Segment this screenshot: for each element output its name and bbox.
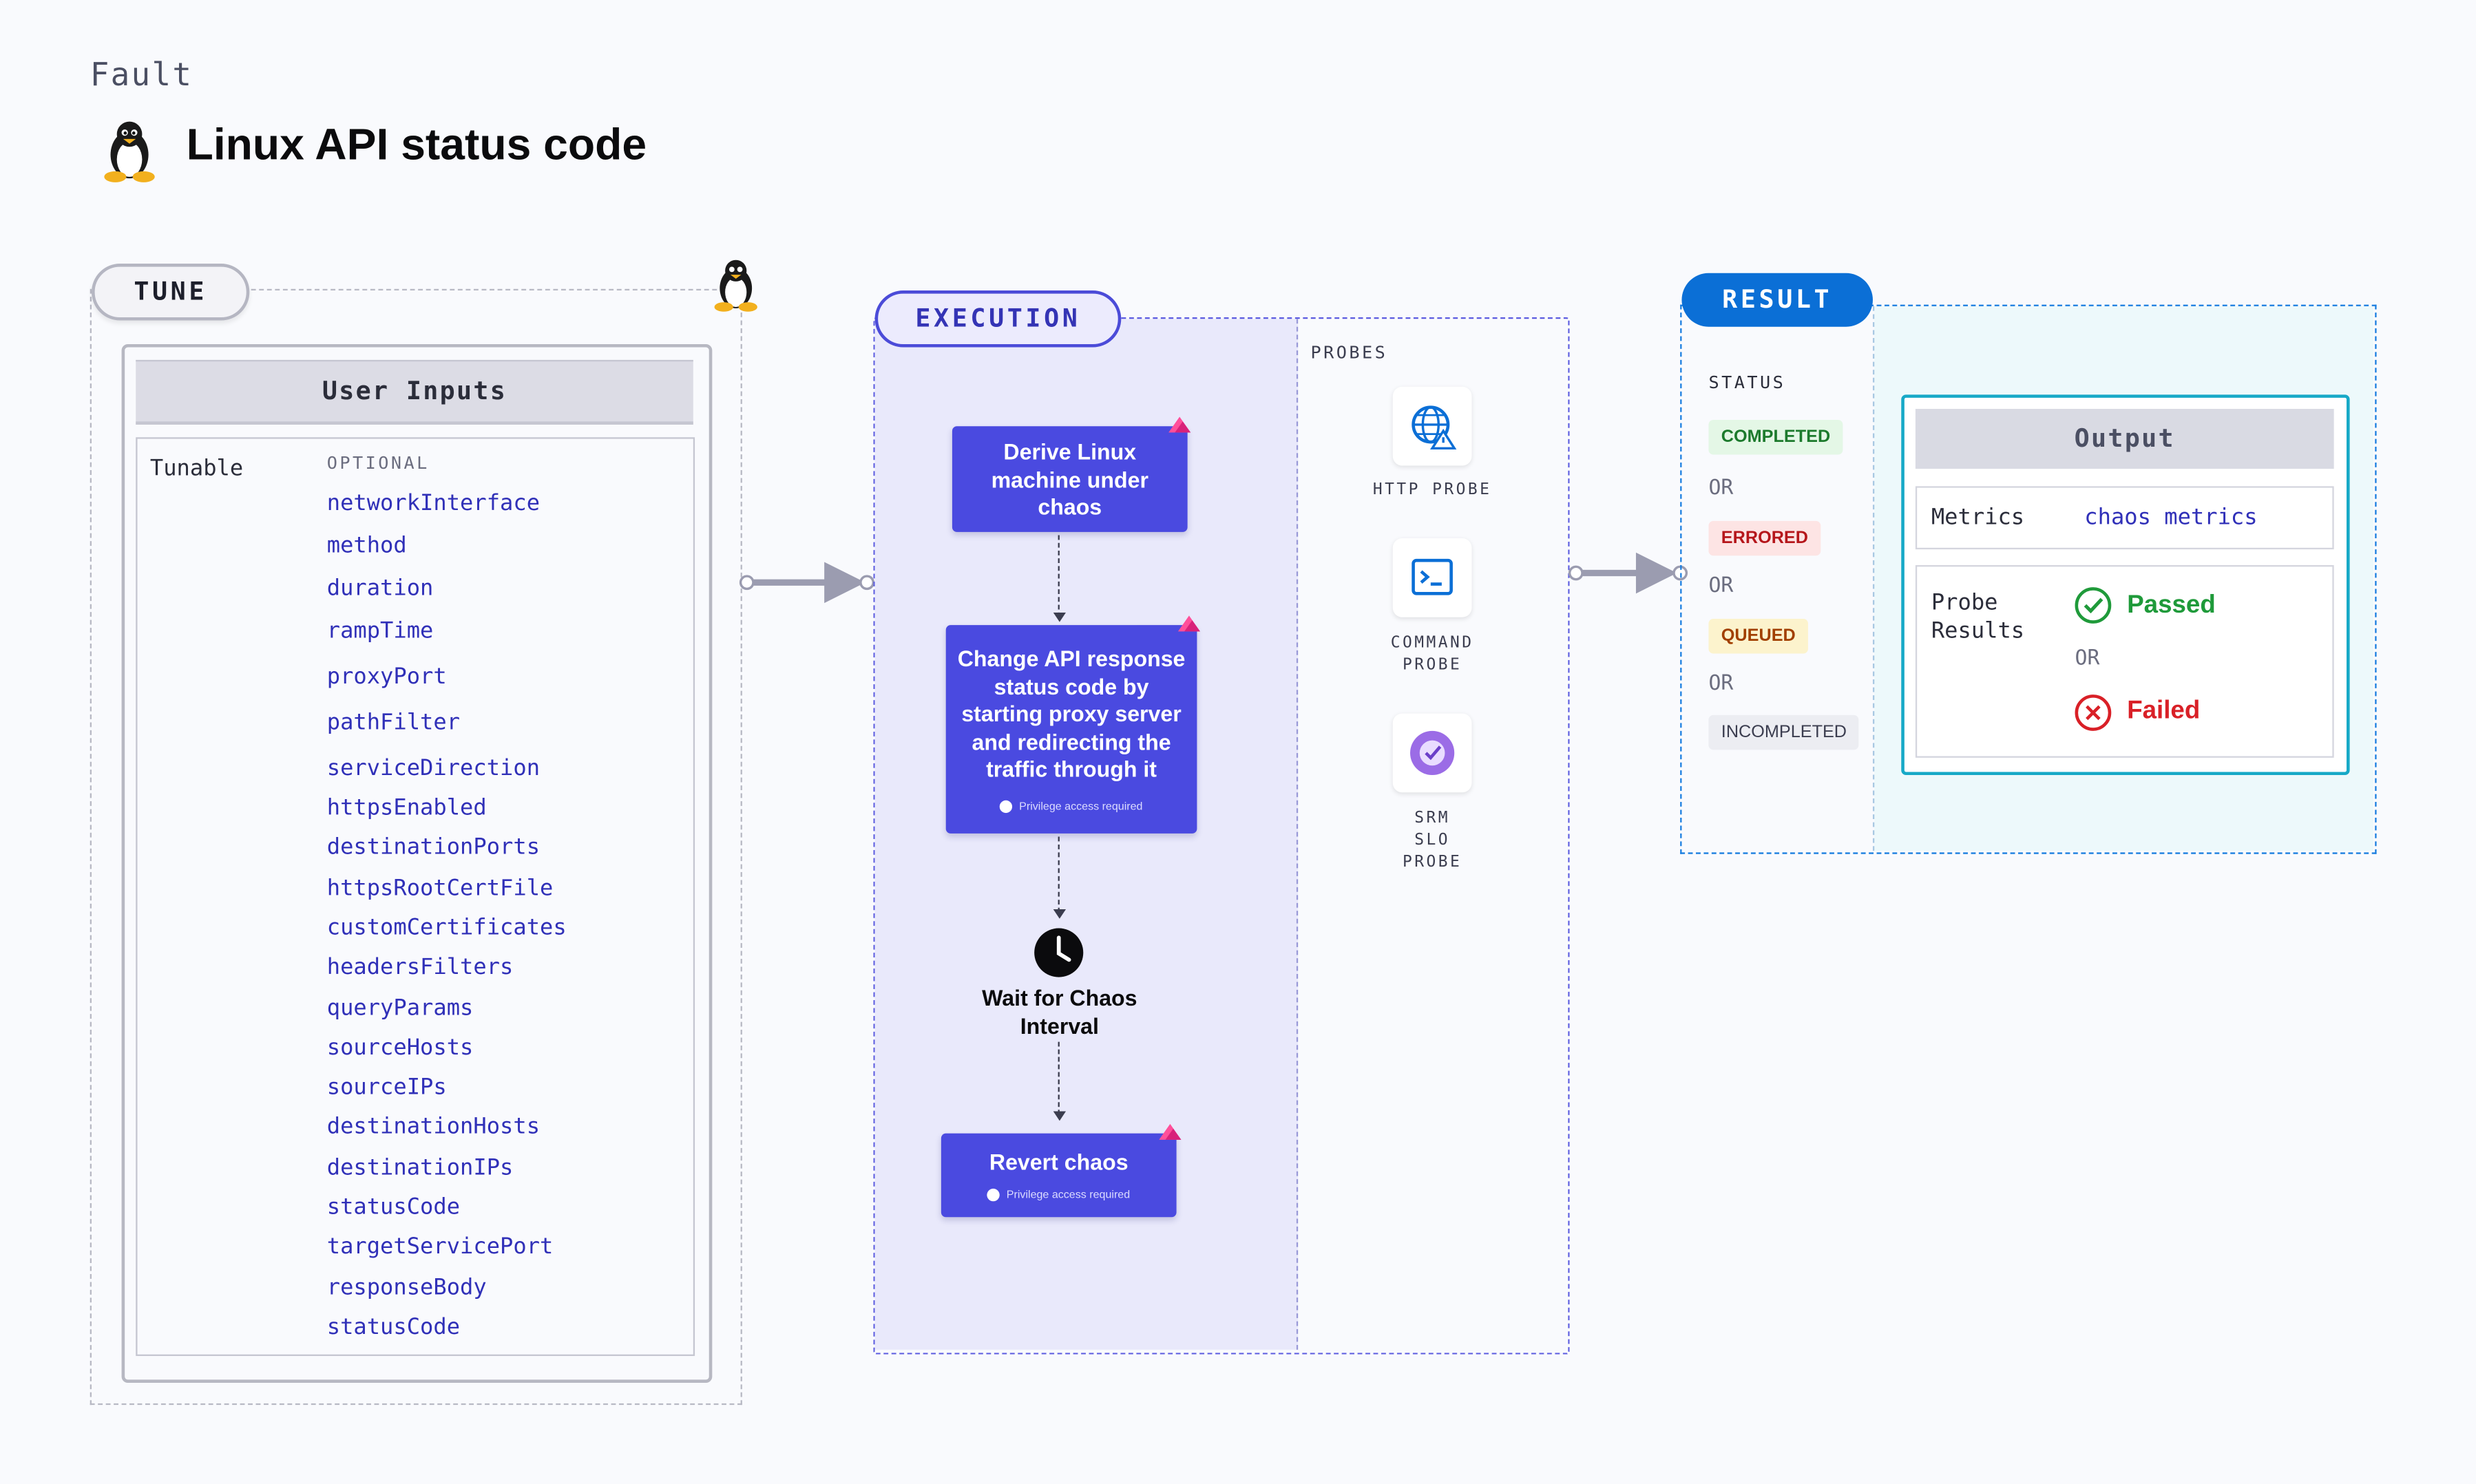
chaos-tag-icon — [1159, 1123, 1182, 1140]
globe-warning-icon — [1412, 405, 1457, 450]
step-derive-linux: Derive Linux machine under chaos — [952, 426, 1188, 532]
slo-gauge-icon — [1410, 730, 1455, 776]
tune-frame — [90, 288, 742, 1406]
metrics-row — [1915, 486, 2334, 550]
tunables-panel — [136, 437, 695, 1357]
arrow-connector — [739, 562, 874, 604]
execution-frame — [873, 317, 1570, 1355]
metrics-label: Metrics — [1931, 505, 2025, 531]
check-circle-icon — [2075, 587, 2112, 624]
param-item: responseBody — [326, 1275, 487, 1301]
chaos-tag-icon — [1177, 615, 1200, 632]
flow-connector — [1058, 1041, 1060, 1115]
tune-frame-top — [243, 288, 717, 290]
status-errored-badge: ERRORED — [1708, 520, 1821, 556]
or-label: OR — [2075, 647, 2100, 671]
status-label: STATUS — [1708, 372, 1786, 394]
terminal-icon — [1412, 558, 1453, 595]
param-item: customCertificates — [326, 915, 567, 941]
status-queued-badge: QUEUED — [1708, 619, 1809, 654]
http-probe-label: HTTP PROBE — [1372, 481, 1492, 499]
output-title: Output — [1915, 408, 2334, 469]
linux-penguin-icon — [709, 254, 763, 314]
status-incompleted-badge: INCOMPLETED — [1708, 714, 1860, 750]
fault-eyebrow: Fault — [90, 55, 193, 94]
probe-results-row — [1915, 565, 2334, 758]
param-item: pathFilter — [326, 710, 461, 736]
x-circle-icon — [2075, 695, 2112, 731]
step-label: Derive Linux machine under chaos — [991, 438, 1148, 520]
step-label: Change API response status code by start… — [957, 646, 1186, 782]
param-item: networkInterface — [326, 491, 541, 516]
param-item: method — [326, 533, 407, 559]
srm-slo-probe-card — [1392, 713, 1472, 793]
optional-label: OPTIONAL — [326, 453, 430, 474]
result-divider — [1872, 306, 1875, 851]
arrow-head-icon — [1053, 1111, 1067, 1121]
srm-slo-probe-label: SRM SLO PROBE — [1402, 809, 1462, 871]
command-probe-label: COMMAND PROBE — [1390, 634, 1474, 675]
param-item: httpsRootCertFile — [326, 876, 554, 902]
param-item: httpsEnabled — [326, 795, 487, 821]
http-probe-card — [1392, 386, 1472, 466]
tune-pill: TUNE — [92, 263, 250, 321]
or-label: OR — [1708, 476, 1734, 501]
param-item: sourceIPs — [326, 1074, 447, 1101]
probes-label: PROBES — [1310, 342, 1388, 363]
param-item: headersFilters — [326, 955, 514, 981]
chaos-tag-icon — [1168, 416, 1191, 433]
arrow-connector — [1568, 552, 1688, 594]
param-item: duration — [326, 576, 434, 602]
metrics-value: chaos metrics — [2084, 505, 2258, 531]
probe-passed-label: Passed — [2127, 592, 2216, 619]
step-label: Revert chaos — [989, 1149, 1129, 1175]
lock-icon — [987, 1188, 1000, 1201]
clock-icon — [1034, 928, 1084, 977]
lock-icon — [1000, 799, 1013, 813]
param-item: queryParams — [326, 996, 474, 1021]
status-completed-badge: COMPLETED — [1708, 420, 1843, 455]
probe-failed-label: Failed — [2127, 697, 2201, 725]
linux-penguin-icon — [98, 117, 161, 183]
flow-connector — [1058, 535, 1060, 617]
param-item: serviceDirection — [326, 756, 541, 782]
param-item: sourceHosts — [326, 1035, 474, 1061]
flow-connector — [1058, 836, 1060, 913]
user-inputs-title: User Inputs — [136, 359, 693, 425]
param-item: destinationPorts — [326, 835, 541, 860]
param-item: rampTime — [326, 619, 434, 644]
execution-pill: EXECUTION — [874, 290, 1122, 348]
param-item: proxyPort — [326, 664, 447, 690]
param-item: statusCode — [326, 1315, 461, 1341]
result-frame — [1680, 304, 2377, 854]
command-probe-card — [1392, 538, 1472, 617]
page-title: Linux API status code — [186, 120, 647, 169]
tunable-label: Tunable — [149, 456, 244, 482]
param-item: targetServicePort — [326, 1234, 554, 1260]
param-item: statusCode — [326, 1195, 461, 1220]
param-item: destinationHosts — [326, 1114, 541, 1140]
arrow-head-icon — [1053, 612, 1067, 622]
step-change-status-code: Change API response status code by start… — [945, 625, 1197, 834]
step-revert-chaos: Revert chaos Privilege access required — [941, 1133, 1177, 1218]
result-pill: RESULT — [1681, 273, 1873, 327]
privilege-note: Privilege access required — [1006, 1189, 1131, 1201]
wait-chaos-interval-label: Wait for Chaos Interval — [982, 985, 1137, 1039]
execution-divider — [1296, 319, 1299, 1350]
privilege-note: Privilege access required — [1019, 801, 1143, 812]
param-item: destinationIPs — [326, 1155, 514, 1181]
or-label: OR — [1708, 574, 1734, 599]
probe-results-label: Probe Results — [1931, 590, 2025, 644]
arrow-head-icon — [1053, 909, 1067, 919]
or-label: OR — [1708, 672, 1734, 697]
